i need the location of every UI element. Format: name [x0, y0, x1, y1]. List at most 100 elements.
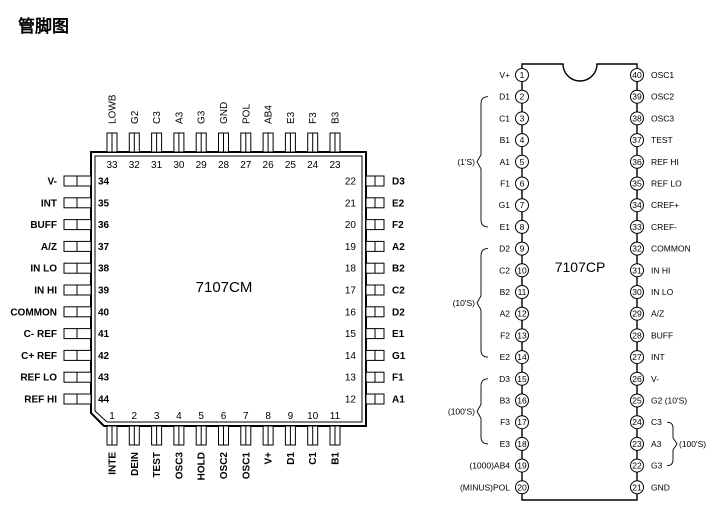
dip-pin-pad: [515, 480, 529, 495]
dip-pin-number: 34: [632, 200, 642, 210]
qfp-pin-name: C3: [152, 111, 163, 124]
dip-pin-number: 5: [520, 157, 525, 167]
qfp-pin-name: F2: [392, 220, 404, 231]
bracket-line: [476, 248, 489, 358]
dip-pin-pad: [515, 458, 529, 473]
dip-pin-pad: [515, 133, 529, 148]
dip-pin-number: 19: [517, 461, 527, 471]
qfp-pin-number: 3: [154, 411, 160, 422]
dip-pin-number: 37: [632, 135, 642, 145]
dip-pin-number: 33: [632, 222, 642, 232]
qfp-pin-number: 34: [98, 177, 110, 188]
dip-pin-pad: [630, 393, 644, 408]
dip-pin-pad: [630, 480, 644, 495]
dip-pin-name: INT: [651, 352, 665, 362]
dip-pin-name: CREF-: [651, 222, 677, 232]
qfp-pin-name: BUFF: [30, 220, 57, 231]
dip-pin-number: 4: [520, 135, 525, 145]
dip-left-pin: 5A1: [500, 154, 529, 169]
page-heading: 管脚图: [18, 17, 69, 37]
dip-body: [521, 63, 638, 501]
qfp-pin-name: V+: [264, 452, 275, 465]
dip-pin-number: 26: [632, 374, 642, 384]
dip-pin-name: V-: [651, 374, 659, 384]
dip-pin-name: F1: [500, 179, 510, 189]
qfp-pin-number: 4: [176, 411, 182, 422]
qfp-pin-name: TEST: [152, 452, 163, 478]
qfp-pin-number: 30: [173, 160, 185, 171]
qfp-left-pin: 42C+ REF: [21, 349, 110, 362]
qfp-pin-name: C1: [308, 452, 319, 465]
dip-pin-name: OSC2: [651, 92, 674, 102]
qfp-pin-number: 38: [98, 264, 110, 275]
qfp-pin-name: D3: [392, 177, 405, 188]
qfp-pin-name: DEIN: [130, 452, 141, 476]
qfp-pin-name: INTE: [108, 452, 119, 475]
qfp-pin-name: INT: [41, 198, 57, 209]
qfp-pin-name: OSC2: [219, 452, 230, 480]
qfp-pin-number: 8: [265, 411, 271, 422]
qfp-pin-name: D2: [392, 307, 405, 318]
dip-left-pin: 20(MINUS)POL: [460, 480, 529, 495]
qfp-pin-number: 13: [345, 373, 357, 384]
dip-pin-pad: [515, 263, 529, 278]
dip-left-pin: 7G1: [499, 198, 529, 213]
qfp-pin-number: 31: [151, 160, 163, 171]
qfp-pin-number: 33: [106, 160, 118, 171]
dip-right-pin: 34 CREF+: [630, 198, 679, 213]
dip-left-pin: 6F1: [500, 176, 529, 191]
dip-pin-number: 23: [632, 439, 642, 449]
dip-pin-number: 1: [520, 70, 525, 80]
qfp-pin-number: 41: [98, 329, 110, 340]
dip-left-pin: 9D2: [499, 241, 529, 256]
qfp-pin-name: A2: [392, 242, 405, 253]
dip-pin-number: 35: [632, 179, 642, 189]
dip-pin-name: B2: [500, 287, 511, 297]
dip-pin-number: 15: [517, 374, 527, 384]
dip-pin-pad: [515, 436, 529, 451]
dip-pin-pad: [630, 111, 644, 126]
dip-pin-name: F3: [500, 417, 510, 427]
qfp-pin-number: 11: [330, 411, 341, 422]
dip-pin-pad: [630, 371, 644, 386]
qfp-pin-number: 27: [240, 160, 252, 171]
dip-pin-number: 20: [517, 482, 527, 492]
qfp-pin-number: 12: [345, 395, 357, 406]
dip-pin-pad: [515, 415, 529, 430]
qfp-pin-number: 25: [285, 160, 297, 171]
dip-pin-pad: [630, 263, 644, 278]
dip-pin-number: 29: [632, 309, 642, 319]
qfp-top-pin: 31 C3: [151, 111, 163, 171]
qfp-pin-name: POL: [241, 104, 252, 124]
qfp-pin-name: A3: [174, 111, 185, 124]
dip-pin-number: 10: [517, 265, 527, 275]
dip-group-bracket: (100'S): [448, 378, 489, 445]
dip-pin-pad: [515, 285, 529, 299]
dip-pin-name: CREF+: [651, 200, 679, 210]
dip-pin-number: 8: [520, 222, 525, 232]
dip-pin-number: 36: [632, 157, 642, 167]
qfp-left-pin: 34V-: [48, 175, 110, 188]
dip-pin-pad: [515, 306, 529, 321]
dip-right-pin: 26 V-: [630, 371, 659, 386]
